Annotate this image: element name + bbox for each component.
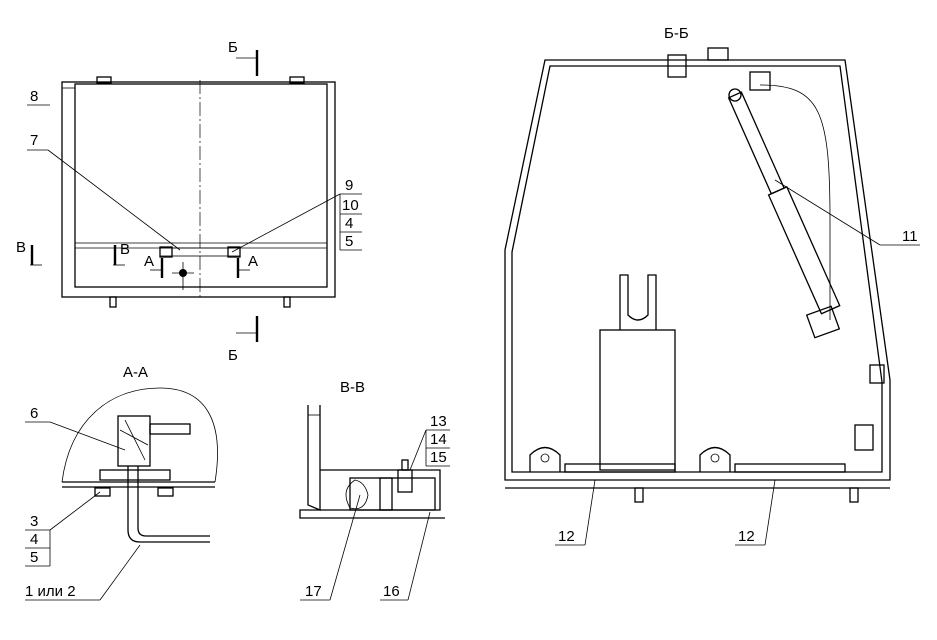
section-vv-title: В-В [340, 379, 365, 396]
callout-17: 17 [305, 583, 322, 600]
callout-15: 15 [430, 449, 447, 466]
section-bb-title: Б-Б [664, 25, 689, 42]
callout-8: 8 [30, 88, 38, 105]
cut-a-left: А [144, 253, 154, 270]
cut-v-left: В [16, 239, 26, 256]
callout-11: 11 [902, 228, 918, 245]
callout-14: 14 [430, 431, 447, 448]
cut-v-inner: В [120, 241, 130, 258]
callout-6: 6 [30, 405, 38, 422]
section-bb [504, 47, 920, 546]
callout-9: 9 [345, 177, 353, 194]
section-aa-title: А-А [123, 364, 148, 381]
callout-7: 7 [30, 132, 38, 149]
cut-a-right: А [248, 253, 258, 270]
cut-b-top: Б [228, 39, 238, 56]
callout-4: 4 [345, 215, 353, 232]
callout-12-left: 12 [558, 528, 575, 545]
callout-13: 13 [430, 413, 447, 430]
callout-12-right: 12 [738, 528, 755, 545]
callout-4-aa: 4 [30, 531, 38, 548]
section-vv [299, 405, 450, 601]
callout-5-aa: 5 [30, 549, 38, 566]
callout-1-or-2: 1 или 2 [25, 583, 76, 600]
cut-b-bottom: Б [228, 347, 238, 364]
callout-3: 3 [30, 513, 38, 530]
callout-10: 10 [342, 197, 359, 214]
callout-16: 16 [383, 583, 400, 600]
callout-5: 5 [345, 233, 353, 250]
front-view [27, 50, 362, 342]
section-aa [25, 387, 218, 601]
